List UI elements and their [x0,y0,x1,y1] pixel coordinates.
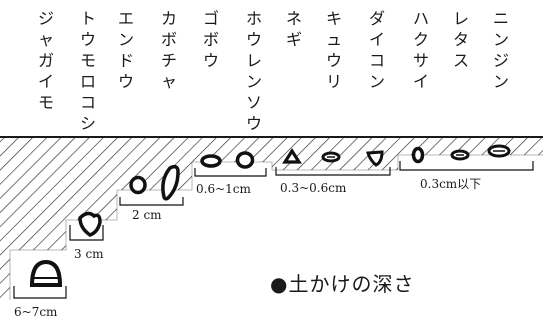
bracket-0-6-1cm [194,168,267,177]
seed-hourensou [235,151,255,169]
bracket-6-7cm [13,286,67,299]
label-daikon: ダイコン [368,9,385,91]
label-negi: ネギ [285,9,302,49]
seed-kyuuri [321,151,341,163]
depth-label-0-3-0-6cm: 0.3~0.6cm [280,181,347,195]
label-toumorokoshi: トウモロコシ [79,9,96,133]
depth-label-0-3cm-or-less: 0.3cm以下 [420,177,481,191]
caption-soil-depth: ●土かけの深さ [270,272,415,296]
label-hakusai: ハクサイ [412,9,429,91]
label-kabocha: カボチャ [160,9,177,91]
seed-endou [129,175,147,195]
bracket-2cm [119,197,184,206]
label-hourensou: ホウレンソウ [245,9,262,133]
depth-label-3cm: 3 cm [74,247,104,261]
seed-negi [282,148,302,164]
seed-retasu [450,149,470,161]
depth-label-6-7cm: 6~7cm [14,305,58,319]
seed-kabocha [161,164,180,201]
seed-gobou [200,154,222,168]
seed-hakusai [411,146,425,164]
bracket-0-3cm-or-less [399,161,534,171]
label-gobou: ゴボウ [202,9,219,70]
seed-ninjin [487,144,511,158]
label-ninjin: ニンジン [492,9,509,91]
step-outline [9,154,543,300]
seed-jagaimo [29,259,63,287]
depth-label-2cm: 2 cm [132,208,162,222]
bracket-3cm [69,225,104,241]
label-kyuuri: キュウリ [325,9,342,91]
label-retasu: レタス [452,9,469,70]
seed-daikon [366,150,384,167]
bracket-0-3-0-6cm [275,167,391,176]
label-endou: エンドウ [117,9,134,91]
depth-label-0-6-1cm: 0.6~1cm [196,182,251,196]
seed-toumorokoshi [78,211,102,237]
label-jagaimo: ジャガイモ [37,9,54,112]
